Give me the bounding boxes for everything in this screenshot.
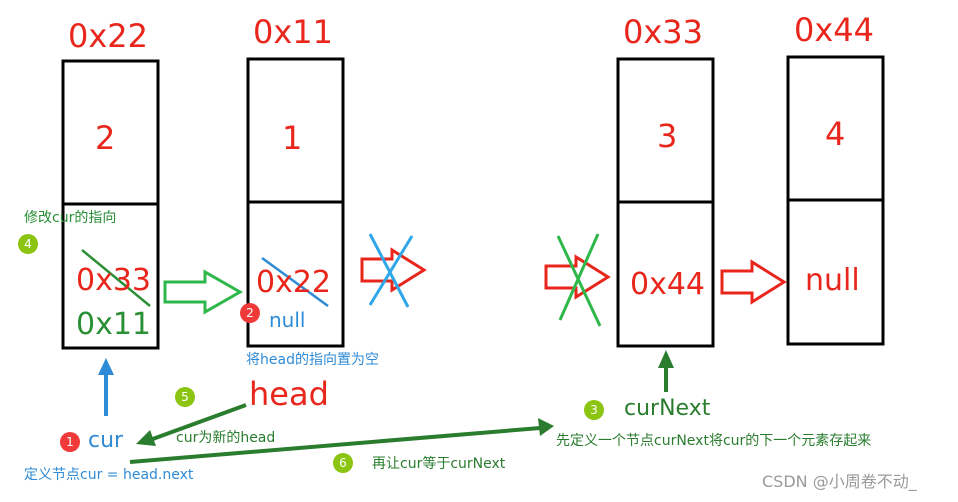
- cur-label: cur: [88, 428, 124, 453]
- node-address: 0x33: [623, 13, 704, 51]
- node-box-0x44: [786, 55, 885, 346]
- node-next-old: 0x22: [256, 265, 332, 300]
- step-badge-6: 6: [333, 453, 353, 473]
- arrow-red-broken-1: [360, 247, 427, 293]
- arrow-head-to-cur: [149, 403, 247, 442]
- node-next-new: 0x11: [76, 307, 152, 342]
- step-badge-1: 1: [60, 432, 80, 452]
- annotation-let-cur: 再让cur等于curNext: [372, 456, 506, 472]
- node-value: 3: [657, 117, 678, 155]
- green-cross-a: [556, 235, 602, 327]
- node-next: null: [805, 263, 860, 298]
- arrow-red-link: [720, 259, 787, 305]
- arrow-red-broken-2: [544, 254, 611, 300]
- blue-cross-a: [368, 233, 410, 308]
- green-cross-b: [558, 233, 600, 321]
- node-next-old: 0x33: [76, 263, 152, 298]
- arrow-cur-to-curnext: [129, 426, 541, 464]
- node-next: 0x44: [630, 267, 706, 302]
- arrow-green-new-link: [163, 269, 244, 315]
- step-badge-4: 4: [18, 234, 38, 254]
- strike-0x22: [261, 256, 329, 308]
- watermark: CSDN @小周卷不动_: [762, 472, 917, 491]
- annotation-define-cur: 定义节点cur = head.next: [24, 467, 194, 483]
- blue-cross-b: [368, 235, 414, 306]
- node-address: 0x11: [253, 13, 334, 51]
- step-badge-3: 3: [584, 400, 604, 420]
- node-next-new: null: [269, 308, 306, 332]
- node-box-0x11: [246, 57, 345, 348]
- node-value: 1: [282, 119, 303, 157]
- node-address: 0x22: [68, 17, 149, 55]
- head-label: head: [249, 375, 329, 413]
- annotation-set-null: 将head的指向置为空: [246, 352, 379, 368]
- step-badge-2: 2: [240, 303, 260, 323]
- node-box-0x22: [61, 59, 160, 350]
- node-address: 0x44: [794, 11, 875, 49]
- node-value: 4: [825, 115, 846, 153]
- node-box-0x33: [616, 57, 715, 348]
- node-value: 2: [95, 119, 116, 157]
- strike-0x33: [81, 249, 151, 307]
- curnext-label: curNext: [624, 396, 711, 421]
- annotation-define-curnext: 先定义一个节点curNext将cur的下一个元素存起来: [556, 433, 872, 449]
- annotation-cur-new-head: cur为新的head: [176, 430, 276, 446]
- annotation-change-cur: 修改cur的指向: [24, 210, 117, 226]
- step-badge-5: 5: [175, 387, 195, 407]
